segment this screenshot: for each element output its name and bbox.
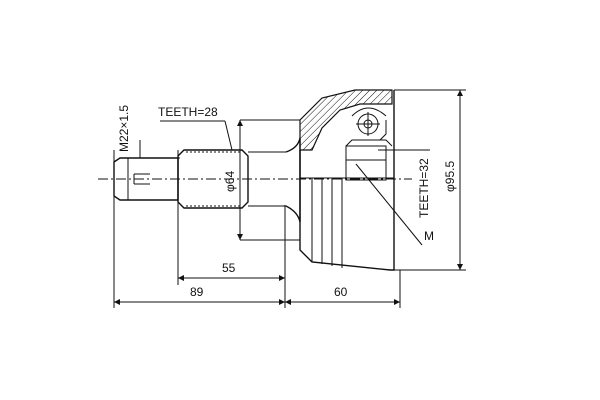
dim-89-label: 89 bbox=[190, 285, 204, 299]
teeth-28-label: TEETH=28 bbox=[158, 105, 218, 119]
dim-60-label: 60 bbox=[334, 285, 348, 299]
diameter-64-label: φ64 bbox=[223, 171, 237, 192]
thread-label: M22×1.5 bbox=[117, 105, 131, 152]
dim-lines bbox=[114, 90, 463, 305]
diameter-95-label: φ95.5 bbox=[443, 161, 457, 192]
extension-lines bbox=[113, 89, 466, 308]
spline-shaft bbox=[177, 137, 301, 223]
dim-55-label: 55 bbox=[222, 261, 236, 275]
mark-m-label: M bbox=[424, 229, 434, 243]
bell-housing bbox=[299, 89, 395, 271]
teeth-32-label: TEETH=32 bbox=[417, 158, 431, 218]
